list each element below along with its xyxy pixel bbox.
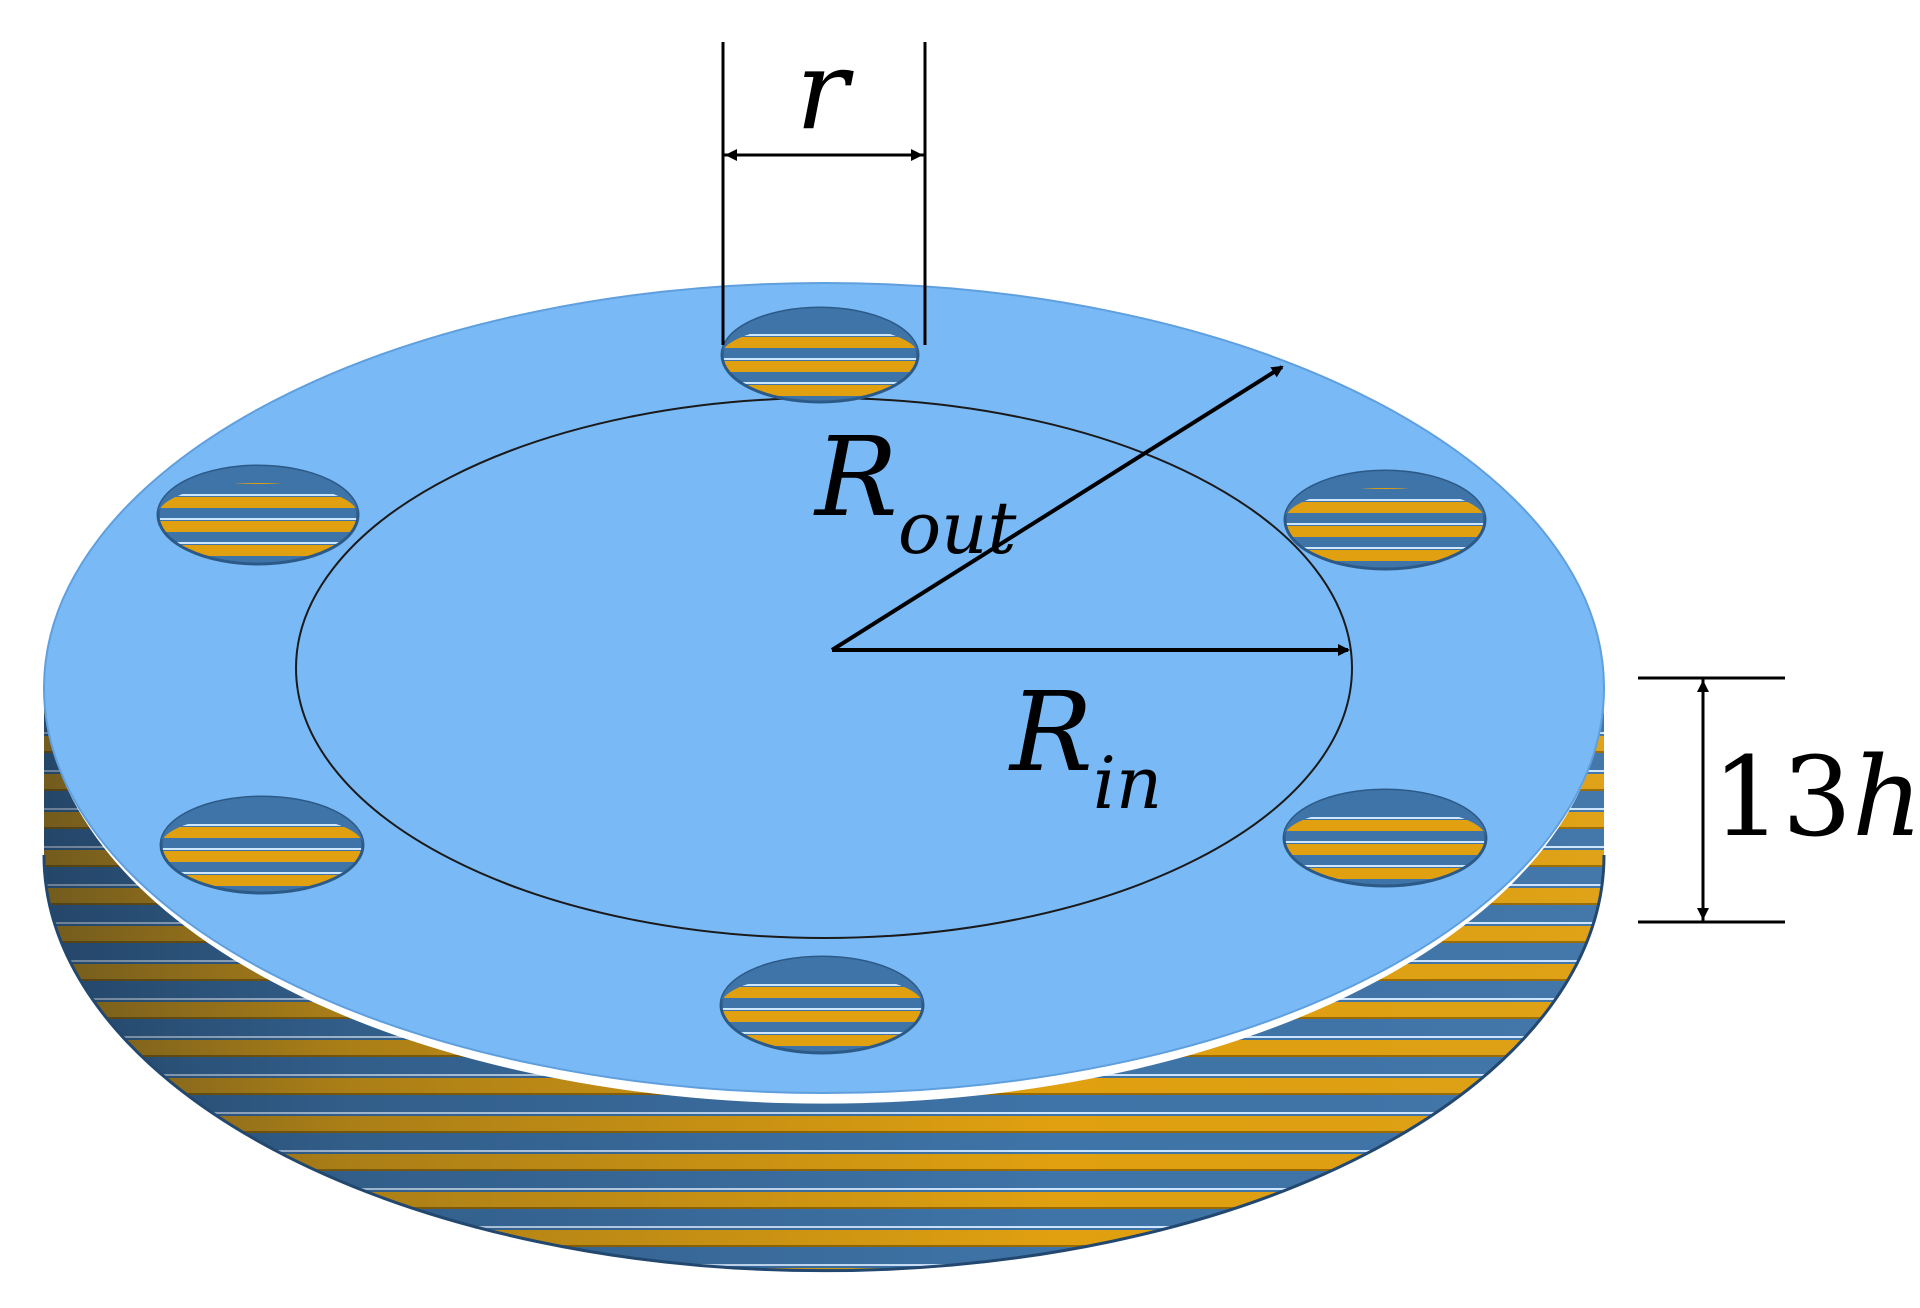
outer-radius-subscript: out <box>898 486 1018 570</box>
inner-radius-label: Rin <box>1008 668 1162 825</box>
thickness-dimension <box>1638 676 1785 924</box>
bolt-hole <box>1283 469 1487 571</box>
bolt-hole <box>719 955 925 1055</box>
thickness-variable: h <box>1852 733 1920 861</box>
bolt-hole <box>159 795 365 895</box>
thickness-number: 13 <box>1712 733 1852 861</box>
hole-diameter-label: r <box>796 26 855 154</box>
bolt-hole <box>720 306 920 404</box>
outer-radius-arrow <box>830 365 1284 652</box>
hole-diameter-dimension <box>721 42 927 345</box>
thickness-label: 13h <box>1712 733 1920 861</box>
outer-radius-symbol: R <box>813 413 898 541</box>
outer-radius-label: Rout <box>813 413 1018 570</box>
inner-radius-symbol: R <box>1008 668 1093 796</box>
bolt-hole <box>156 464 360 566</box>
bolt-hole <box>1282 788 1488 888</box>
inner-radius-subscript: in <box>1093 741 1162 825</box>
